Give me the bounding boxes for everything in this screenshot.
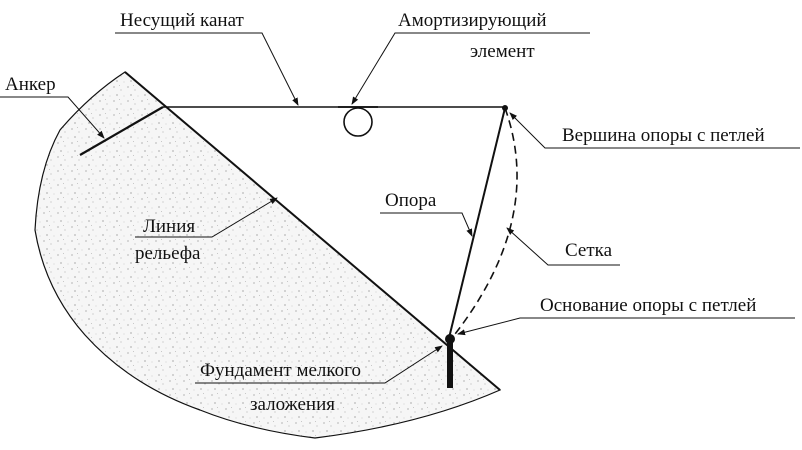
pole-top-label: Вершина опоры с петлей — [562, 125, 765, 146]
pole-base-leader — [457, 317, 795, 336]
soil-mass — [34, 71, 502, 439]
anchor — [79, 106, 164, 156]
pole-top-leader — [509, 112, 800, 149]
cable-leader — [115, 32, 299, 106]
net-label: Сетка — [565, 240, 613, 261]
pole-leader — [380, 212, 473, 237]
anchor-label: Анкер — [5, 74, 56, 95]
foundation-label-line2: заложения — [250, 394, 335, 415]
relief-label-line2: рельефа — [135, 243, 201, 264]
relief-leader — [135, 197, 278, 238]
damper-label-line1: Амортизирующий — [398, 10, 547, 31]
anchor-leader — [0, 96, 105, 139]
damper-leader — [351, 32, 590, 105]
relief-line — [124, 71, 501, 391]
foundation-leader — [195, 345, 443, 384]
net-leader — [506, 227, 620, 266]
damper-element — [343, 107, 373, 137]
relief-label-line1: Линия — [143, 216, 195, 237]
foundation — [447, 340, 453, 388]
net — [451, 107, 518, 339]
pole — [448, 107, 506, 339]
foundation-label-line1: Фундамент мелкого — [200, 360, 361, 381]
pole-label: Опора — [385, 190, 437, 211]
pole-base-label: Основание опоры с петлей — [540, 295, 756, 316]
cable-label: Несущий канат — [120, 10, 245, 31]
damper-label-line2: элемент — [470, 41, 535, 62]
